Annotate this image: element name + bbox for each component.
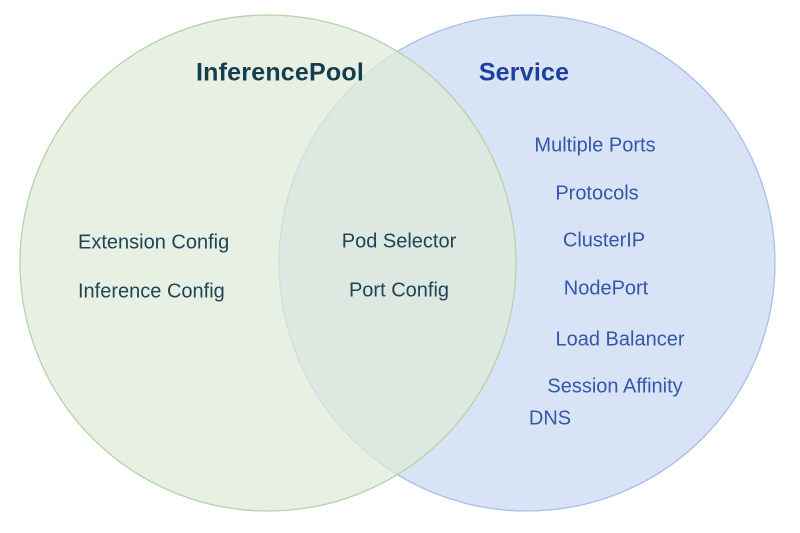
service-title: Service [478,58,570,87]
inferencepool-circle [19,14,517,512]
item-nodeport: NodePort [563,277,649,300]
item-dns: DNS [528,407,572,430]
item-port-config: Port Config [348,279,450,302]
item-extension-config: Extension Config [78,231,230,254]
item-inference-config: Inference Config [78,280,225,303]
item-multiple-ports: Multiple Ports [534,134,656,157]
item-load-balancer: Load Balancer [555,328,685,351]
item-session-affinity: Session Affinity [547,375,683,398]
item-pod-selector: Pod Selector [341,230,457,253]
item-protocols: Protocols [555,182,639,205]
inferencepool-title: InferencePool [196,58,364,87]
item-clusterip: ClusterIP [562,229,646,252]
